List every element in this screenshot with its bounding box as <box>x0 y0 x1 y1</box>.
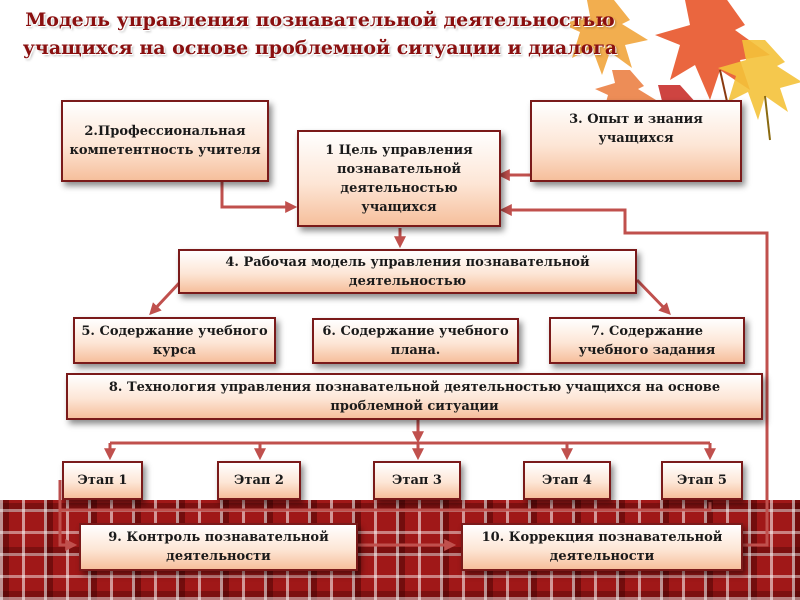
node-course-content: 5. Содержание учебного курса <box>73 317 276 364</box>
node-correction-label: 10. Коррекция познавательной деятельност… <box>481 530 723 564</box>
node-experience: 3. Опыт и знания учащихся <box>530 100 742 182</box>
node-task-content-label: 7. Содержание учебного задания <box>578 323 716 358</box>
stage-3: Этап 3 <box>373 461 461 500</box>
node-goal-label: 1 Цель управления познавательной деятель… <box>325 142 473 215</box>
stage-4-label: Этап 4 <box>542 473 592 488</box>
node-technology: 8. Технология управления познавательной … <box>66 373 763 420</box>
stage-2-label: Этап 2 <box>234 473 284 488</box>
node-experience-label: 3. Опыт и знания учащихся <box>569 112 703 146</box>
node-control: 9. Контроль познавательной деятельности <box>79 523 358 571</box>
stage-4: Этап 4 <box>523 461 611 500</box>
node-competence-label: 2.Профессиональная компетентность учител… <box>69 124 261 158</box>
stage-1: Этап 1 <box>62 461 143 500</box>
page-title: Модель управления познавательной деятель… <box>22 9 618 59</box>
stage-5: Этап 5 <box>661 461 743 500</box>
node-plan-content-label: 6. Содержание учебного плана. <box>322 324 509 358</box>
stage-1-label: Этап 1 <box>77 473 128 488</box>
node-plan-content: 6. Содержание учебного плана. <box>312 318 519 364</box>
node-technology-label: 8. Технология управления познавательной … <box>108 379 721 414</box>
node-correction: 10. Коррекция познавательной деятельност… <box>461 523 743 571</box>
node-goal: 1 Цель управления познавательной деятель… <box>297 130 501 227</box>
stage-2: Этап 2 <box>217 461 301 500</box>
stage-3-label: Этап 3 <box>392 473 442 488</box>
node-working-model: 4. Рабочая модель управления познаватель… <box>178 249 637 294</box>
node-competence: 2.Профессиональная компетентность учител… <box>61 100 269 182</box>
node-working-model-label: 4. Рабочая модель управления познаватель… <box>225 254 590 289</box>
stage-5-label: Этап 5 <box>677 473 727 488</box>
node-course-content-label: 5. Содержание учебного курса <box>81 323 268 358</box>
node-task-content: 7. Содержание учебного задания <box>549 317 745 364</box>
node-control-label: 9. Контроль познавательной деятельности <box>108 530 329 564</box>
